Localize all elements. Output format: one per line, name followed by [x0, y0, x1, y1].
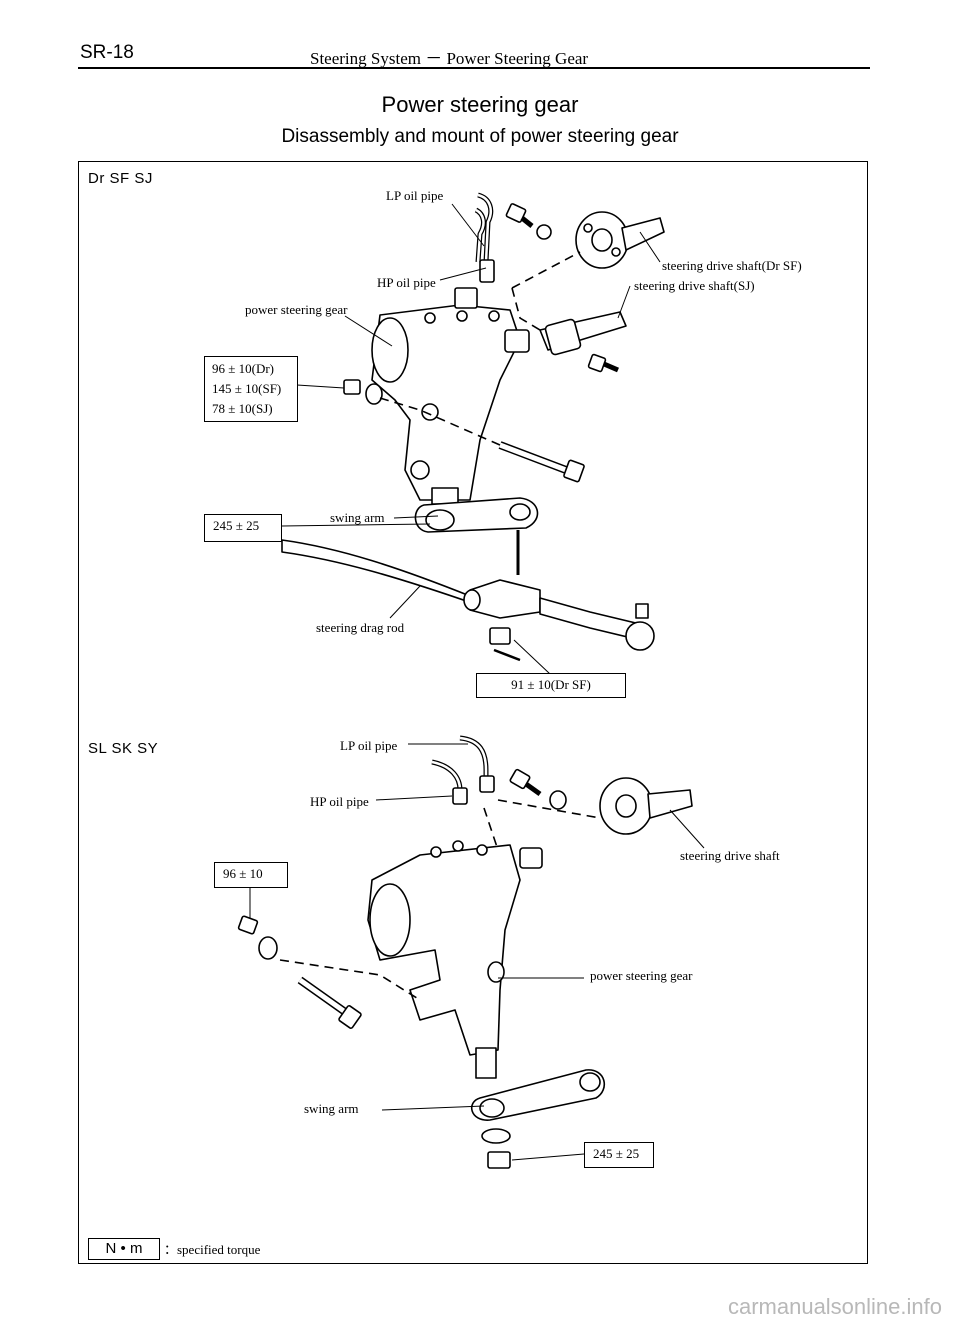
torque-box-nut: 96 ± 10(Dr) 145 ± 10(SF) 78 ± 10(SJ)	[204, 356, 298, 422]
torque-box-drag-rod: 91 ± 10(Dr SF)	[476, 673, 626, 698]
label-steering-drag-rod: steering drag rod	[316, 620, 405, 635]
torque-dr: 96 ± 10(Dr)	[212, 361, 275, 376]
diagram-frame	[78, 161, 868, 1264]
label-swing-arm-2: swing arm	[304, 1101, 359, 1116]
header-rule	[78, 67, 870, 69]
torque-sj: 78 ± 10(SJ)	[212, 401, 273, 416]
label-swing-arm: swing arm	[330, 510, 385, 525]
running-header: Steering System － Power Steering Gear	[310, 49, 589, 68]
drag-rod-shape	[281, 539, 476, 605]
pipe-fitting-shape	[479, 259, 495, 283]
label-power-steering-gear-2: power steering gear	[590, 968, 693, 983]
label-hp-oil-pipe-2: HP oil pipe	[310, 794, 369, 809]
legend-text: ：specified torque	[164, 1242, 261, 1257]
legend-unit-box: N • m	[88, 1238, 160, 1260]
label-steering-drive-shaft-sj: steering drive shaft(SJ)	[634, 278, 755, 293]
label-steering-drive-shaft-dr-sf: steering drive shaft(Dr SF)	[662, 258, 802, 273]
torque-box-swing-arm-2: 245 ± 25	[584, 1142, 654, 1168]
label-power-steering-gear: power steering gear	[245, 302, 348, 317]
page-title: Power steering gear	[381, 92, 579, 117]
label-steering-drive-shaft: steering drive shaft	[680, 848, 780, 863]
watermark: carmanualsonline.info	[727, 1294, 942, 1319]
page-subtitle: Disassembly and mount of power steering …	[281, 126, 679, 147]
page-code: SR-18	[80, 42, 134, 63]
torque-box-nut-2: 96 ± 10	[214, 862, 288, 888]
label-lp-oil-pipe: LP oil pipe	[386, 188, 444, 203]
section-label-sl-sk-sy: SL SK SY	[88, 740, 159, 757]
torque-box-swing-arm: 245 ± 25	[204, 514, 282, 542]
label-lp-oil-pipe-2: LP oil pipe	[340, 738, 398, 753]
torque-sf: 145 ± 10(SF)	[212, 381, 282, 396]
gear-housing-1-shape	[371, 304, 521, 501]
section-label-dr-sf-sj: Dr SF SJ	[88, 170, 153, 187]
label-hp-oil-pipe: HP oil pipe	[377, 275, 436, 290]
